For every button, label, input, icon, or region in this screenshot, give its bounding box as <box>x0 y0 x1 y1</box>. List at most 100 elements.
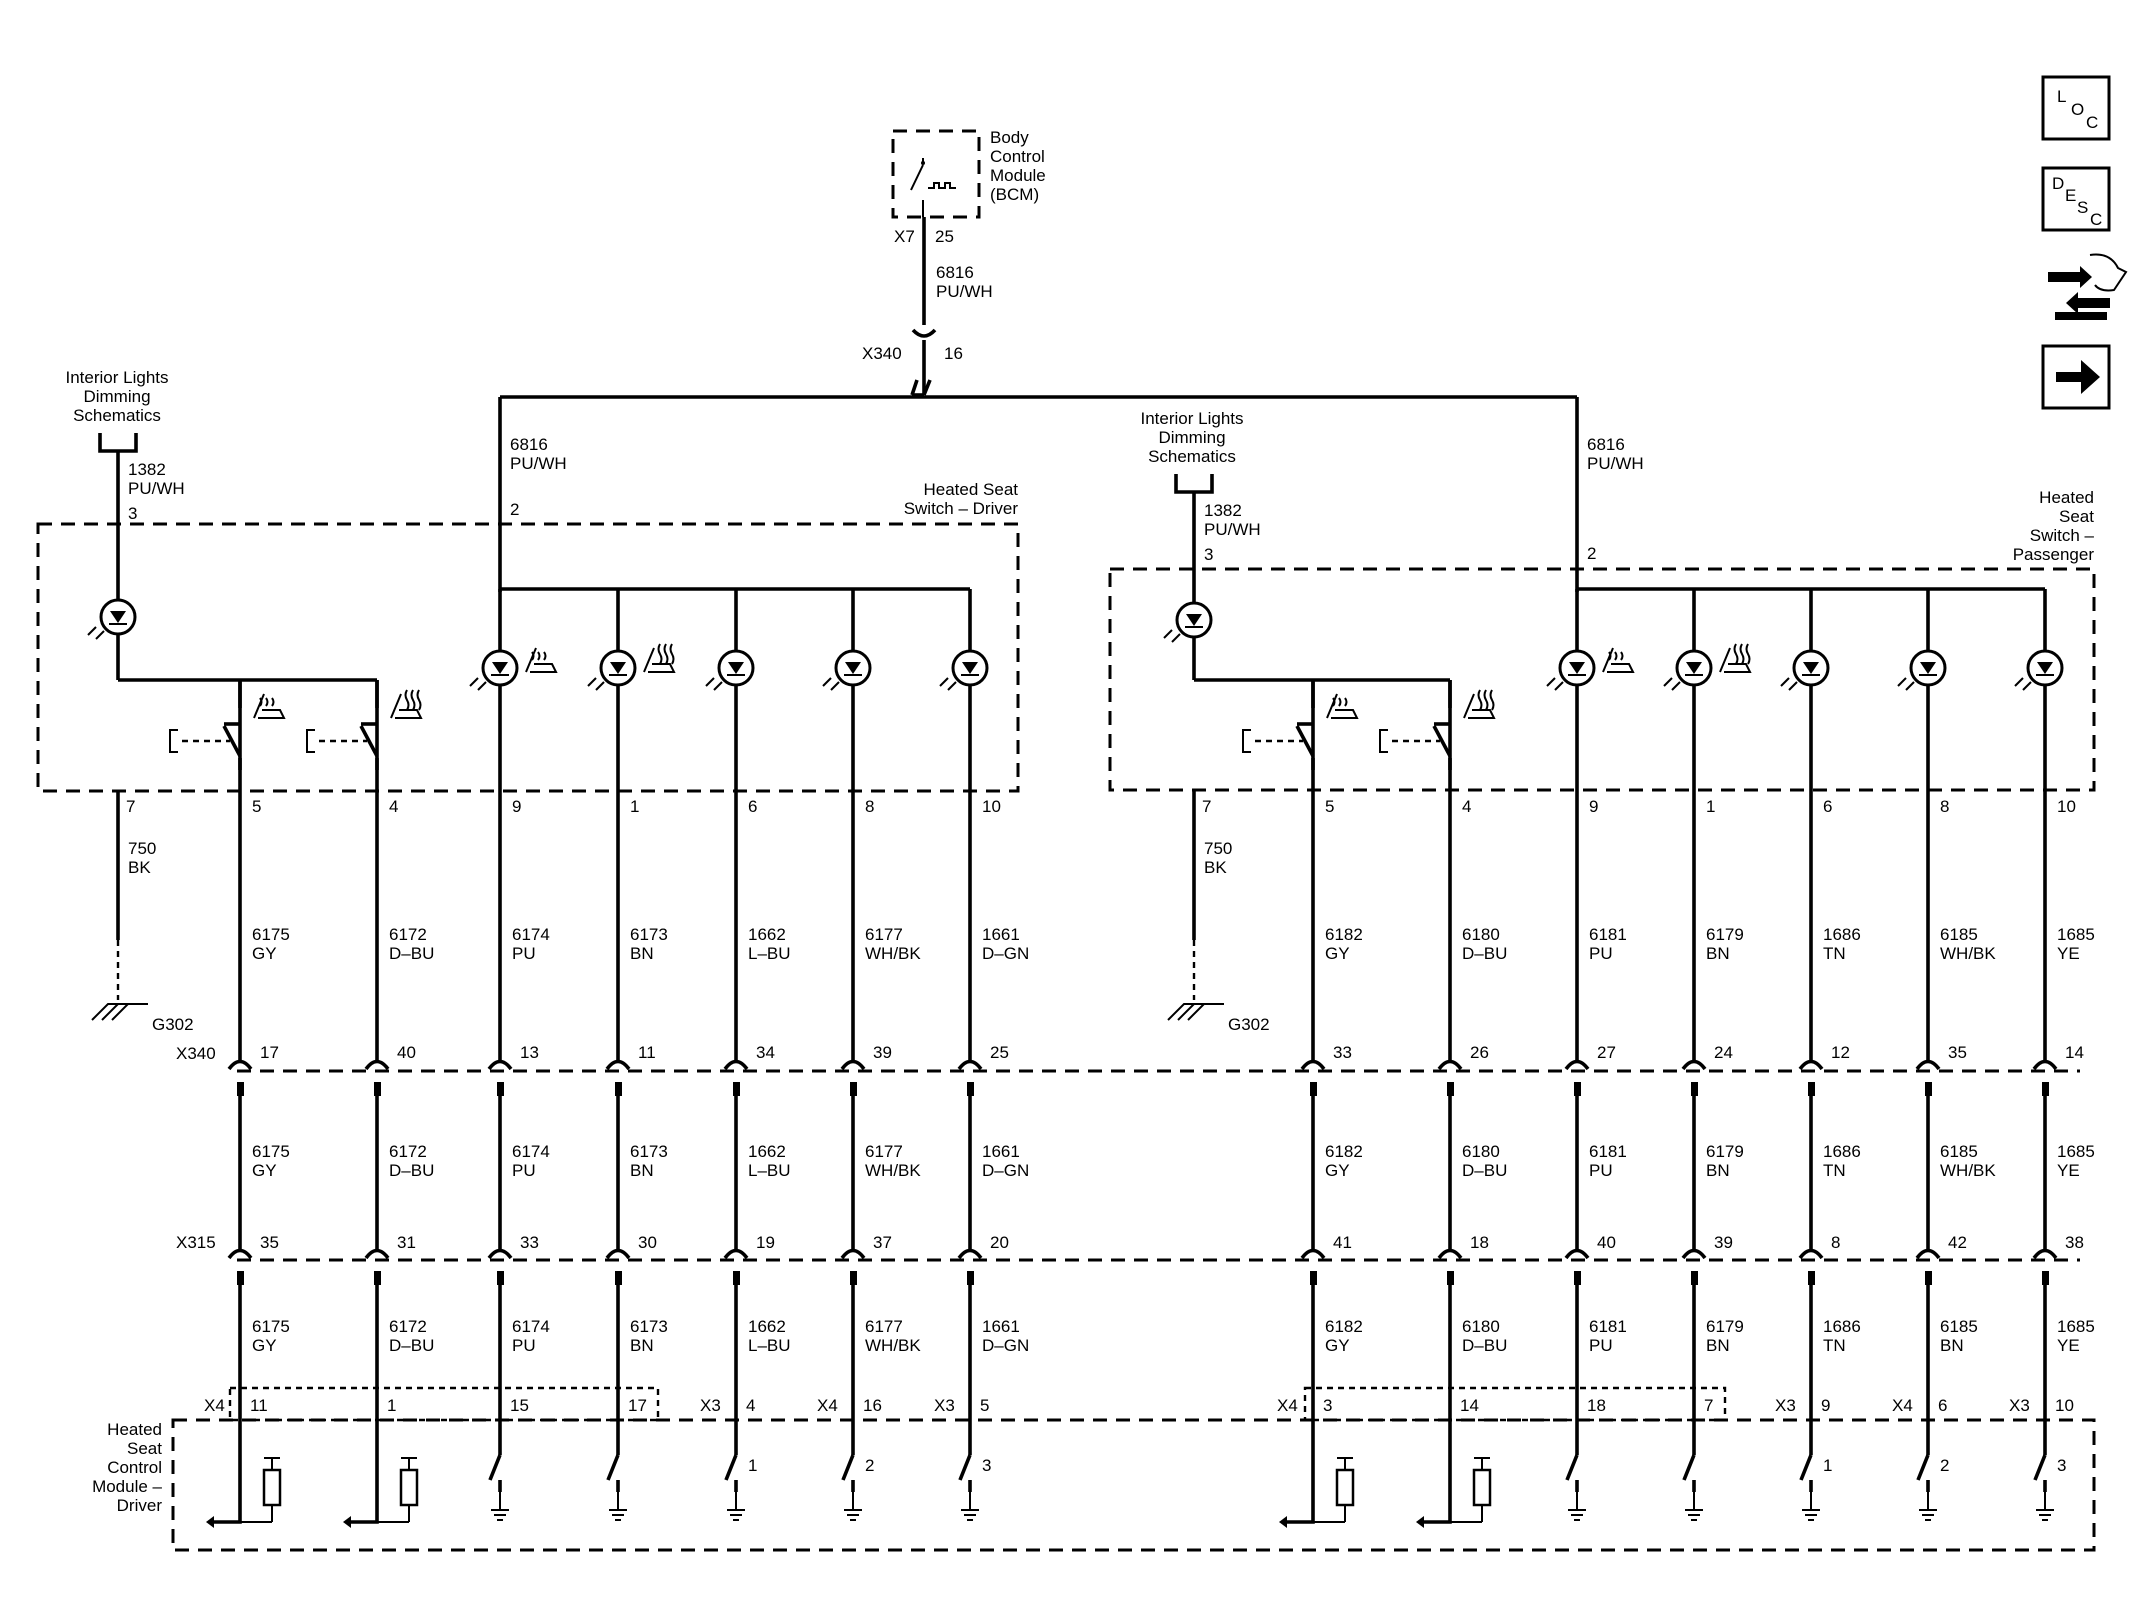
passenger-wire-2-switch-pin: 4 <box>1462 797 1471 816</box>
driver-wire-4-color-3: BN <box>630 1336 654 1355</box>
driver-dim-circuit: 1382 <box>128 460 166 479</box>
driver-wire-6-x315-connector-icon <box>840 1248 866 1260</box>
driver-wire-4-x340-pin: 11 <box>638 1043 656 1062</box>
passenger-wire-3-circuit-2: 6181 <box>1589 1142 1627 1161</box>
passenger-feed-color: PU/WH <box>1587 454 1644 473</box>
passenger-wire-5-x340-pin: 12 <box>1831 1043 1850 1062</box>
heated-seat-module-box <box>171 1418 2096 1552</box>
driver-wire-4-ground-icon <box>609 1486 627 1521</box>
passenger-wire-4-circuit-3: 6179 <box>1706 1317 1744 1336</box>
passenger-wire-3-color: PU <box>1589 944 1613 963</box>
passenger-dim-color: PU/WH <box>1204 520 1261 539</box>
passenger-switch-label-3: Switch – <box>2030 526 2095 545</box>
passenger-wire-4-color-3: BN <box>1706 1336 1730 1355</box>
driver-wire-2-color-3: D–BU <box>389 1336 434 1355</box>
connector-icon[interactable] <box>2048 253 2128 320</box>
desc-letter-4: C <box>2090 210 2102 229</box>
driver-wire-2-seat-icon <box>390 689 423 719</box>
bcm-label-4: (BCM) <box>990 185 1039 204</box>
driver-wire-2-color: D–BU <box>389 944 434 963</box>
feed-color: PU/WH <box>936 282 993 301</box>
passenger-wire-6-x315-pin: 42 <box>1948 1233 1967 1252</box>
bcm-switch-icon <box>910 158 956 217</box>
passenger-wire-6-terminal-num: 2 <box>1940 1456 1949 1475</box>
passenger-wire-3-x340-connector-icon <box>1564 1059 1590 1071</box>
driver-wire-2-module-pin: 1 <box>387 1396 396 1415</box>
x340-label: X340 <box>176 1044 216 1063</box>
passenger-switch-label-4: Passenger <box>2013 545 2095 564</box>
driver-gnd-circuit: 750 <box>128 839 156 858</box>
passenger-feed-pin: 2 <box>1587 544 1596 563</box>
driver-wire-7-color: D–GN <box>982 944 1029 963</box>
passenger-wire-1-x340-pin: 33 <box>1333 1043 1352 1062</box>
passenger-wire-2-x340-connector-icon <box>1437 1059 1463 1071</box>
passenger-wire-1-x315-connector-icon <box>1300 1248 1326 1260</box>
driver-wire-1-seat-icon <box>253 693 286 719</box>
driver-wire-3-color-3: PU <box>512 1336 536 1355</box>
passenger-ground-label: G302 <box>1228 1015 1270 1034</box>
driver-wire-3-circuit: 6174 <box>512 925 550 944</box>
driver-switch-box <box>36 522 1020 793</box>
passenger-wire-7-color-2: YE <box>2057 1161 2080 1180</box>
passenger-wire-1-color-3: GY <box>1325 1336 1350 1355</box>
driver-wire-3-seat-icon <box>525 647 558 673</box>
loc-letter-2: O <box>2071 100 2084 119</box>
passenger-wire-4-color-2: BN <box>1706 1161 1730 1180</box>
passenger-wire-5-module-pin: 9 <box>1821 1396 1830 1415</box>
arrow-right-icon <box>2056 360 2100 394</box>
desc-button[interactable]: D E S C <box>2041 166 2111 232</box>
driver-wire-4-circuit-3: 6173 <box>630 1317 668 1336</box>
passenger-wire-2-seat-icon <box>1463 689 1496 719</box>
driver-wire-3-circuit-3: 6174 <box>512 1317 550 1336</box>
passenger-wire-6-ground-icon <box>1919 1486 1937 1521</box>
passenger-x4-box <box>1303 1386 1727 1422</box>
driver-wire-6-x340-pin: 39 <box>873 1043 892 1062</box>
driver-wire-1-color-2: GY <box>252 1161 277 1180</box>
driver-switch-label-2: Switch – Driver <box>904 499 1019 518</box>
passenger-wire-4-lamp-icon <box>1663 649 1713 691</box>
passenger-feed-circuit: 6816 <box>1587 435 1625 454</box>
passenger-wire-2-x315-connector-icon <box>1437 1248 1463 1260</box>
driver-wire-5-module-connector: X3 <box>700 1396 721 1415</box>
passenger-wire-5-x315-pin: 8 <box>1831 1233 1840 1252</box>
driver-wire-5-circuit-3: 1662 <box>748 1317 786 1336</box>
driver-dim-label-2: Dimming <box>83 387 150 406</box>
driver-wire-2-x315-pin: 31 <box>397 1233 416 1252</box>
passenger-wire-1-color: GY <box>1325 944 1350 963</box>
driver-wire-1-color: GY <box>252 944 277 963</box>
passenger-wire-5-module-connector: X3 <box>1775 1396 1796 1415</box>
passenger-dim-pin: 3 <box>1204 545 1213 564</box>
feed-circuit: 6816 <box>936 263 974 282</box>
passenger-wire-4-x340-pin: 24 <box>1714 1043 1733 1062</box>
passenger-wire-7-circuit: 1685 <box>2057 925 2095 944</box>
driver-ground-icon <box>91 1003 148 1021</box>
driver-wire-3-circuit-2: 6174 <box>512 1142 550 1161</box>
driver-wire-7-module-pin: 5 <box>980 1396 989 1415</box>
driver-wire-6-terminal-num: 2 <box>865 1456 874 1475</box>
driver-wire-7-x315-pin: 20 <box>990 1233 1009 1252</box>
driver-wire-1-circuit-3: 6175 <box>252 1317 290 1336</box>
passenger-wire-7-x340-connector-icon <box>2032 1059 2058 1071</box>
passenger-wire-7-color: YE <box>2057 944 2080 963</box>
next-button[interactable] <box>2041 344 2111 410</box>
passenger-wire-6-color-2: WH/BK <box>1940 1161 1996 1180</box>
passenger-wire-5-switch-pin: 6 <box>1823 797 1832 816</box>
passenger-wire-4-module-pin: 7 <box>1704 1396 1713 1415</box>
driver-wire-5-circuit: 1662 <box>748 925 786 944</box>
x340-feed-connector-icon <box>911 328 937 338</box>
driver-wire-3-lamp-icon <box>469 649 519 691</box>
driver-wire-7-color-3: D–GN <box>982 1336 1029 1355</box>
passenger-wire-5-color-2: TN <box>1823 1161 1846 1180</box>
passenger-wire-6-circuit-3: 6185 <box>1940 1317 1978 1336</box>
driver-wire-1-color-3: GY <box>252 1336 277 1355</box>
passenger-wire-7-switch-pin: 10 <box>2057 797 2076 816</box>
loc-button[interactable]: L O C <box>2041 75 2111 141</box>
loc-letter-1: L <box>2057 87 2066 106</box>
passenger-wire-2-heater-icon <box>1472 1468 1492 1507</box>
passenger-dim-label-3: Schematics <box>1148 447 1236 466</box>
driver-wire-5-color-3: L–BU <box>748 1336 791 1355</box>
passenger-wire-4-seat-icon <box>1719 643 1752 673</box>
passenger-wire-6-x340-pin: 35 <box>1948 1043 1967 1062</box>
